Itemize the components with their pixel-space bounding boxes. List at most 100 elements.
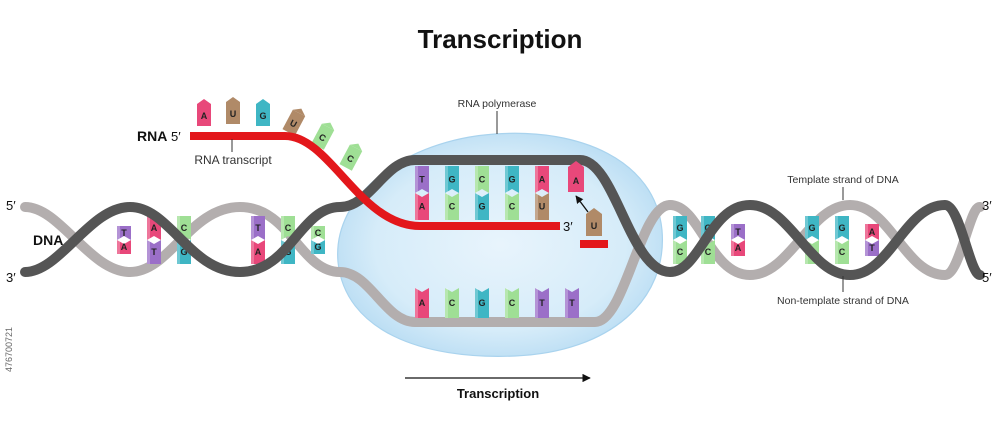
base-letter: C: [839, 247, 846, 257]
bubble_pairs-bottom-base: G: [475, 193, 489, 220]
left_pairs-bottom-base: A: [251, 240, 265, 264]
right_pairs-bottom-base: A: [731, 240, 745, 256]
base-letter: T: [121, 228, 127, 238]
base-letter: G: [314, 242, 321, 252]
non-template-base: G: [475, 288, 489, 318]
base-letter: C: [479, 175, 486, 185]
base-letter: T: [539, 298, 545, 308]
base-letter: C: [509, 298, 516, 308]
base-letter: C: [317, 132, 328, 144]
bubble_pairs-top-base: G: [445, 166, 459, 193]
left_pairs-top-base: T: [117, 226, 131, 240]
base-letter: C: [449, 298, 456, 308]
base-letter: G: [448, 175, 455, 185]
left_pairs-bottom-base: T: [147, 240, 161, 264]
base-letter: A: [419, 298, 426, 308]
base-letter: A: [869, 227, 876, 237]
image-id: 476700721: [4, 327, 14, 372]
right-helix-light-strand: [665, 199, 985, 281]
dna-left-top-end: 5′: [6, 198, 16, 213]
base-letter: U: [288, 118, 298, 130]
base-letter: A: [419, 202, 426, 212]
base-letter: T: [735, 227, 741, 237]
base-letter: C: [705, 247, 712, 257]
base-letter: U: [539, 202, 546, 212]
left_pairs-bottom-base: A: [117, 240, 131, 254]
base-letter: A: [201, 111, 208, 121]
right_pairs-bottom-base: C: [835, 240, 849, 264]
base-letter: G: [478, 202, 485, 212]
rna-3prime-label: 3′: [563, 219, 573, 234]
base-letter: A: [255, 247, 262, 257]
dna-right-bottom-end: 5′: [982, 270, 992, 285]
template-strand-backbone: [20, 155, 985, 281]
base-letter: G: [259, 111, 266, 121]
base-letter: C: [181, 223, 188, 233]
non-template-base: C: [505, 288, 519, 318]
free-nucleotide: U: [282, 108, 306, 136]
non-template-base: A: [415, 288, 429, 318]
bubble_pairs-top-base: T: [415, 166, 429, 193]
base-letter: U: [230, 109, 237, 119]
right_pairs-bottom-base: T: [865, 240, 879, 256]
bubble_pairs-top-base: A: [535, 166, 549, 193]
non-template-base: T: [535, 288, 549, 318]
base-letter: G: [808, 223, 815, 233]
base-letter: C: [677, 247, 684, 257]
free-nucleotide: A: [197, 99, 211, 126]
rna-polymerase-label: RNA polymerase: [458, 98, 537, 110]
base-letter: G: [838, 223, 845, 233]
right_pairs-top-base: G: [805, 216, 819, 240]
right_pairs-top-base: G: [673, 216, 687, 240]
left_pairs-top-base: C: [281, 216, 295, 240]
base-letter: T: [569, 298, 575, 308]
non-template-base: C: [445, 288, 459, 318]
svg-text:A: A: [573, 176, 580, 186]
free-nucleotide: C: [339, 143, 363, 171]
rna-5prime-label: 5′: [171, 129, 181, 144]
base-letter: G: [508, 175, 515, 185]
base-letter: C: [315, 228, 322, 238]
bubble_pairs-bottom-base: C: [505, 193, 519, 220]
left_pairs-top-base: C: [311, 226, 325, 240]
left_pairs-bottom-base: G: [311, 240, 325, 254]
non-template-strand-label: Non-template strand of DNA: [777, 295, 909, 307]
dna-right-top-end: 3′: [982, 198, 992, 213]
base-letter: T: [151, 247, 157, 257]
bubble_pairs-top-base: C: [475, 166, 489, 193]
non-template-base: T: [565, 288, 579, 318]
svg-text:U: U: [591, 221, 598, 231]
incoming-template-nucleotide: A: [568, 161, 584, 192]
base-letter: T: [869, 243, 875, 253]
free-nucleotide: U: [226, 97, 240, 124]
bubble_pairs-bottom-base: U: [535, 193, 549, 220]
dna-label: DNA: [33, 232, 63, 248]
base-letter: C: [449, 202, 456, 212]
base-letter: A: [121, 242, 128, 252]
page-title: Transcription: [418, 24, 583, 54]
incoming-arrow: [575, 195, 589, 213]
base-letter: G: [478, 298, 485, 308]
rna-transcript-label: RNA transcript: [194, 153, 272, 167]
base-letter: G: [676, 223, 683, 233]
base-letter: A: [539, 175, 546, 185]
free-nucleotide: G: [256, 99, 270, 126]
right_pairs-top-base: G: [835, 216, 849, 240]
incoming-rna-nucleotide: U: [580, 208, 608, 248]
right_pairs-top-base: A: [865, 224, 879, 240]
rna-label: RNA: [137, 128, 167, 144]
transcription-arrow-label: Transcription: [457, 386, 539, 401]
bubble_pairs-bottom-base: C: [445, 193, 459, 220]
base-letter: C: [345, 153, 356, 165]
bubble_pairs-top-base: G: [505, 166, 519, 193]
free-rna-nucleotides: A U G U C C: [197, 97, 363, 171]
template-strand-label: Template strand of DNA: [787, 174, 898, 186]
base-letter: C: [285, 223, 292, 233]
base-letter: T: [255, 223, 261, 233]
base-letter: A: [151, 223, 158, 233]
left_pairs-top-base: T: [251, 216, 265, 240]
